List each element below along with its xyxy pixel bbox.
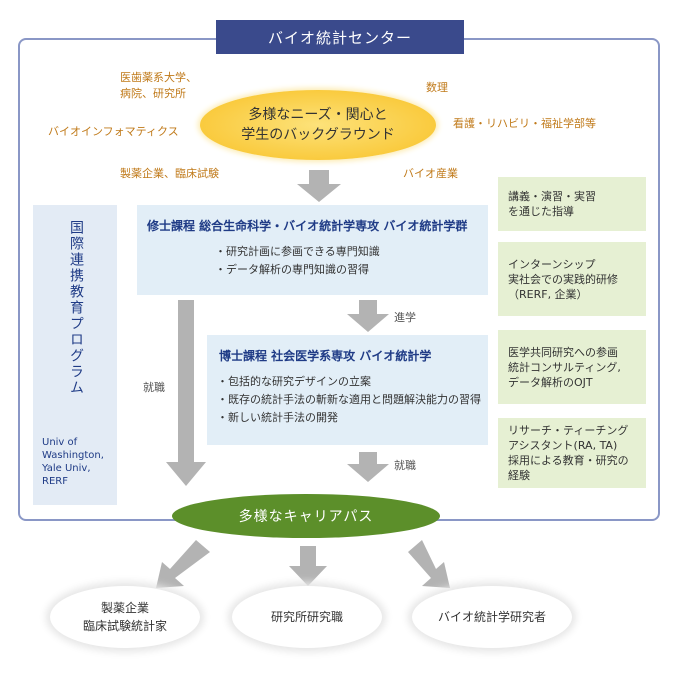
center-title: バイオ統計センター <box>216 20 464 54</box>
training-box-joint-research: 医学共同研究への参画 統計コンサルティング, データ解析のOJT <box>498 330 646 404</box>
advance-label: 進学 <box>394 311 416 324</box>
employment-label-master: 就職 <box>143 381 165 394</box>
international-program-box <box>33 205 117 505</box>
label-pharma-trials: 製薬企業、臨床試験 <box>120 167 219 180</box>
doctor-course-box: 博士課程 社会医学系専攻 バイオ統計学 ・包括的な研究デザインの立案 ・既存の統… <box>207 335 488 445</box>
international-program-title: 国際連携教育プログラム <box>68 220 84 396</box>
label-math: 数理 <box>426 81 448 94</box>
label-medical-schools: 医歯薬系大学、 病院、研究所 <box>120 71 197 100</box>
destination-researcher: バイオ統計学研究者 <box>412 586 572 648</box>
destination-pharma: 製薬企業 臨床試験統計家 <box>50 586 200 648</box>
training-box-lectures: 講義・演習・実習 を通じた指導 <box>498 177 646 231</box>
needs-line-2: 学生のバックグラウンド <box>241 127 395 143</box>
master-course-box: 修士課程 総合生命科学・バイオ統計学専攻 バイオ統計学群 ・研究計画に参画できる… <box>137 205 488 295</box>
background-needs-oval: 多様なニーズ・関心と 学生のバックグラウンド <box>200 90 436 160</box>
arrow-to-institute <box>289 546 327 586</box>
partner-universities: Univ of Washington, Yale Univ, RERF <box>42 437 104 487</box>
master-item: ・研究計画に参画できる専門知識 <box>215 245 380 258</box>
needs-line-1: 多様なニーズ・関心と <box>248 107 388 123</box>
employment-label-doctor: 就職 <box>394 459 416 472</box>
arrow-to-pharma <box>156 540 210 588</box>
doctor-course-title: 博士課程 社会医学系専攻 バイオ統計学 <box>219 349 432 363</box>
master-course-title: 修士課程 総合生命科学・バイオ統計学専攻 バイオ統計学群 <box>147 219 468 233</box>
label-bio-industry: バイオ産業 <box>403 167 458 180</box>
training-box-ra-ta: リサーチ・ティーチング アシスタント(RA, TA) 採用による教育・研究の経験 <box>498 418 646 488</box>
career-path-oval: 多様なキャリアパス <box>172 494 440 538</box>
doctor-item: ・既存の統計手法の斬新な適用と問題解決能力の習得 <box>217 393 481 406</box>
doctor-item: ・包括的な研究デザインの立案 <box>217 375 371 388</box>
destination-institute: 研究所研究職 <box>232 586 382 648</box>
arrow-doctor-career <box>347 452 389 482</box>
arrow-to-researcher <box>408 540 450 588</box>
arrow-to-master <box>297 170 341 202</box>
doctor-item: ・新しい統計手法の開発 <box>217 411 338 424</box>
master-item: ・データ解析の専門知識の習得 <box>215 263 369 276</box>
training-box-internship: インターンシップ 実社会での実践的研修 （RERF, 企業） <box>498 242 646 316</box>
label-nursing: 看護・リハビリ・福祉学部等 <box>453 117 596 130</box>
arrow-master-employment <box>166 300 206 486</box>
label-bioinformatics: バイオインフォマティクス <box>48 125 179 138</box>
arrow-to-doctor <box>347 300 389 332</box>
